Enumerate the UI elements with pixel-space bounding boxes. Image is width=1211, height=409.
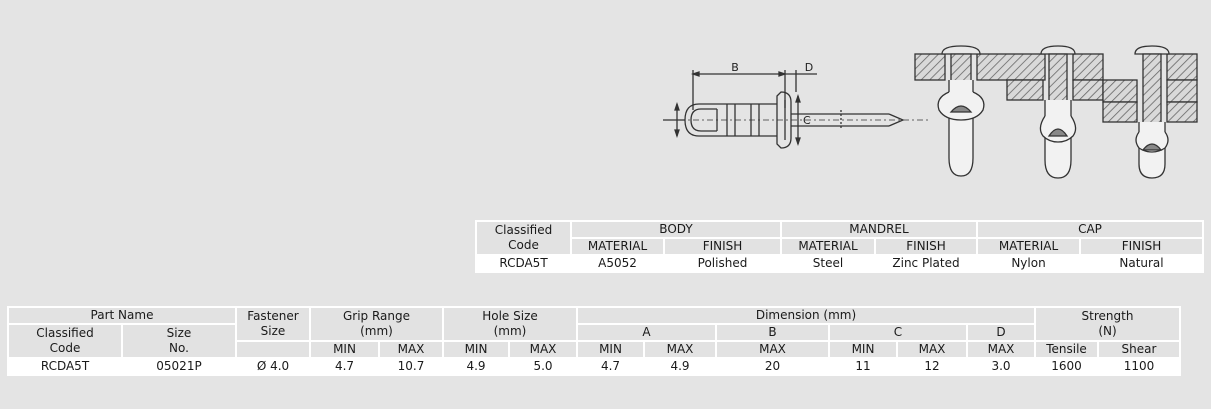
- header-grip-min: MIN: [311, 342, 378, 357]
- install-step-3: [1102, 45, 1198, 179]
- dimension-letter-d: D: [805, 61, 813, 74]
- header-body-finish: FINISH: [665, 239, 780, 254]
- header-c-min: MIN: [830, 342, 896, 357]
- header-a-min: MIN: [578, 342, 643, 357]
- header-a-max: MAX: [645, 342, 715, 357]
- header-cap: CAP: [978, 222, 1202, 237]
- header-dimension-c: C: [830, 325, 966, 340]
- cell-size-no: 05021P: [123, 359, 235, 374]
- cell-classified-code: RCDA5T: [477, 256, 570, 271]
- cell-c-max: 12: [898, 359, 966, 374]
- cell-d-max: 3.0: [968, 359, 1034, 374]
- cell-mandrel-finish: Zinc Plated: [876, 256, 976, 271]
- install-step-2: [1006, 45, 1104, 179]
- header-hole-max: MAX: [510, 342, 576, 357]
- header-dimension-d: D: [968, 325, 1034, 340]
- dimension-letter-c: C: [803, 114, 811, 127]
- header-cap-material: MATERIAL: [978, 239, 1079, 254]
- header-mandrel-finish: FINISH: [876, 239, 976, 254]
- cell-cap-material: Nylon: [978, 256, 1079, 271]
- header-body: BODY: [572, 222, 780, 237]
- cell-fastener-size: Ø 4.0: [237, 359, 309, 374]
- install-step-1: [914, 45, 1046, 177]
- cell-hole-max: 5.0: [510, 359, 576, 374]
- header-dimension-b: B: [717, 325, 828, 340]
- header-fastener-blank: [237, 342, 309, 357]
- header-part-name: Part Name: [9, 308, 235, 323]
- cell-body-finish: Polished: [665, 256, 780, 271]
- cell-a-max: 4.9: [645, 359, 715, 374]
- rivet-technical-drawing: B D C: [663, 45, 1198, 179]
- header-body-material: MATERIAL: [572, 239, 663, 254]
- cell-classified-code: RCDA5T: [9, 359, 121, 374]
- cell-grip-min: 4.7: [311, 359, 378, 374]
- table-row: RCDA5T A5052 Polished Steel Zinc Plated …: [477, 256, 1202, 271]
- cell-hole-min: 4.9: [444, 359, 508, 374]
- header-mandrel: MANDREL: [782, 222, 976, 237]
- cell-mandrel-material: Steel: [782, 256, 874, 271]
- cell-grip-max: 10.7: [380, 359, 442, 374]
- cell-cap-finish: Natural: [1081, 256, 1202, 271]
- cell-tensile: 1600: [1036, 359, 1097, 374]
- cell-body-material: A5052: [572, 256, 663, 271]
- dimension-letter-b: B: [731, 61, 739, 74]
- header-d-max: MAX: [968, 342, 1034, 357]
- table-row: RCDA5T 05021P Ø 4.0 4.7 10.7 4.9 5.0 4.7…: [9, 359, 1179, 374]
- header-grip-max: MAX: [380, 342, 442, 357]
- rivet-side-view: [663, 70, 931, 149]
- header-b-max: MAX: [717, 342, 828, 357]
- header-dimension: Dimension (mm): [578, 308, 1034, 323]
- cell-a-min: 4.7: [578, 359, 643, 374]
- header-cap-finish: FINISH: [1081, 239, 1202, 254]
- cell-b-max: 20: [717, 359, 828, 374]
- header-mandrel-material: MATERIAL: [782, 239, 874, 254]
- header-strength: Strength(N): [1036, 308, 1179, 340]
- cell-c-min: 11: [830, 359, 896, 374]
- header-grip-range: Grip Range(mm): [311, 308, 442, 340]
- cell-shear: 1100: [1099, 359, 1179, 374]
- header-shear: Shear: [1099, 342, 1179, 357]
- header-tensile: Tensile: [1036, 342, 1097, 357]
- header-c-max: MAX: [898, 342, 966, 357]
- header-hole-size: Hole Size(mm): [444, 308, 576, 340]
- header-dimension-a: A: [578, 325, 715, 340]
- header-hole-min: MIN: [444, 342, 508, 357]
